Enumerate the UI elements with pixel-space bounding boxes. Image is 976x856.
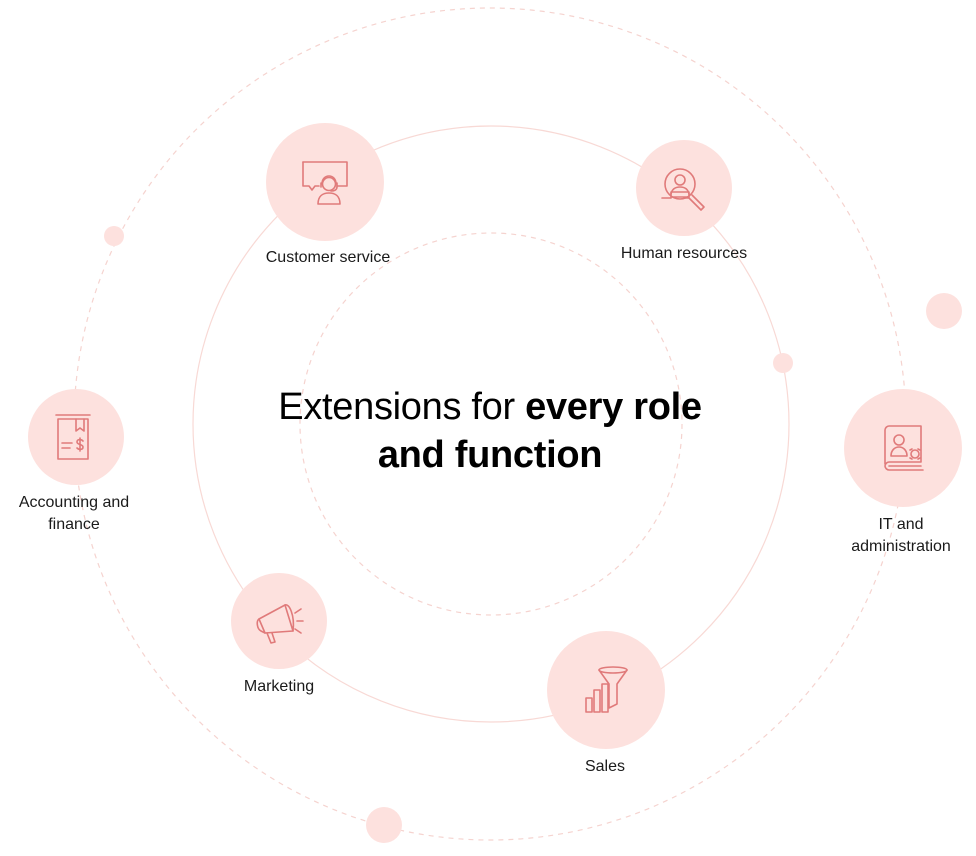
inner-dashed-ring xyxy=(299,232,683,616)
admin-book-icon xyxy=(884,425,924,471)
role-human-resources[interactable] xyxy=(636,140,732,236)
role-label-it-administration: IT and administration xyxy=(826,514,976,558)
role-sales[interactable] xyxy=(547,631,665,749)
role-customer-service[interactable] xyxy=(266,123,384,241)
customer-support-icon xyxy=(302,161,348,205)
decor-dot xyxy=(366,807,402,843)
page-title: Extensions for every role and function xyxy=(190,383,790,479)
invoice-icon xyxy=(55,414,91,460)
middle-ring xyxy=(192,125,790,723)
hr-search-icon xyxy=(661,168,705,211)
role-label-human-resources: Human resources xyxy=(620,245,748,262)
role-marketing[interactable] xyxy=(231,573,327,669)
decor-dot xyxy=(773,353,793,373)
role-label-sales: Sales xyxy=(584,758,626,775)
role-label-customer-service: Customer service xyxy=(265,249,391,266)
megaphone-icon xyxy=(256,604,304,644)
role-label-line-1: Accounting and xyxy=(18,494,130,511)
title-bold-2: and function xyxy=(377,434,603,476)
role-it-administration[interactable] xyxy=(844,389,962,507)
decor-dot xyxy=(104,226,124,246)
role-label-line-2: finance xyxy=(48,516,100,533)
role-label-line-2: administration xyxy=(851,538,951,555)
role-label-marketing: Marketing xyxy=(243,678,315,695)
title-light: Extensions for xyxy=(278,386,526,428)
title-bold-1: every role xyxy=(525,386,702,428)
role-label-accounting-finance: Accounting and finance xyxy=(0,492,148,536)
role-accounting-finance[interactable] xyxy=(28,389,124,485)
decor-dot xyxy=(926,293,962,329)
role-label-line-1: IT and xyxy=(878,516,924,533)
sales-funnel-icon xyxy=(585,666,628,713)
